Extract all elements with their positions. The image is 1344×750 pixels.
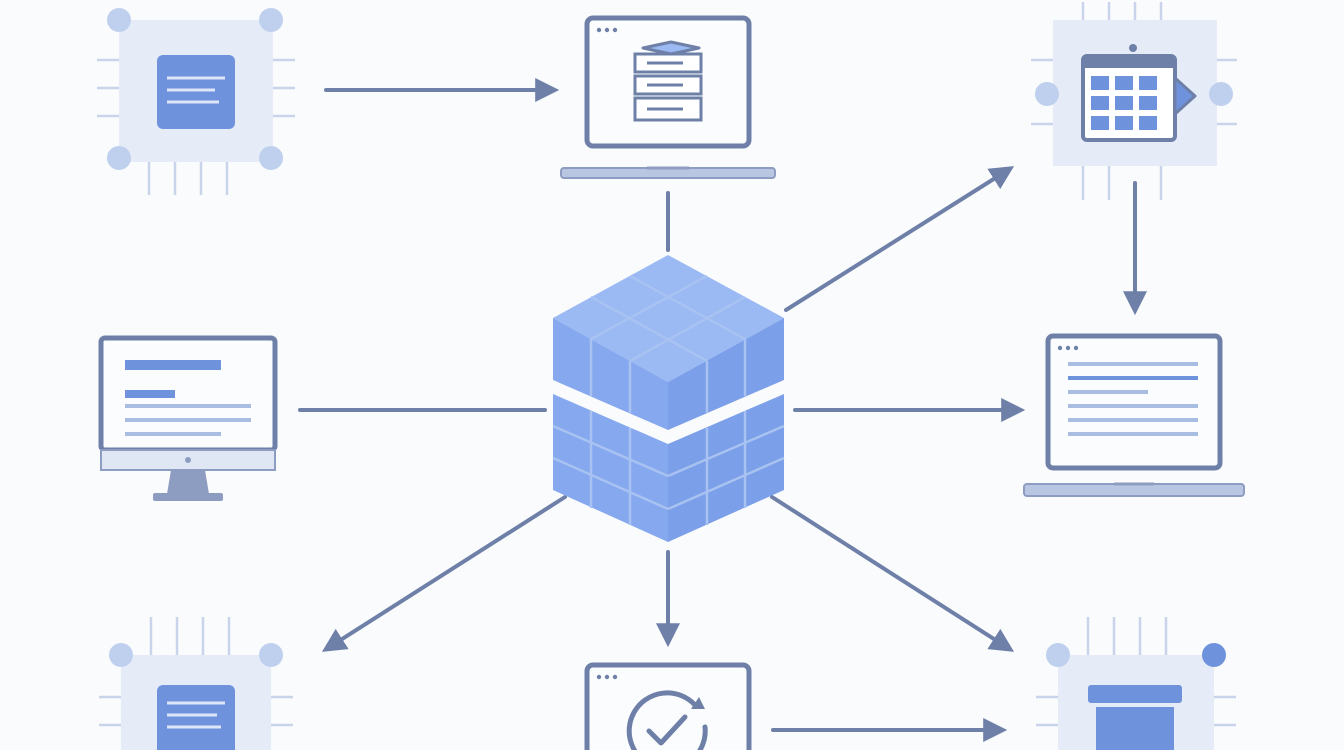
cube-lower-right-face (668, 394, 784, 542)
chip-bottom-left (99, 617, 293, 750)
chip-pins (1036, 617, 1236, 727)
cube-top-face (553, 255, 784, 382)
checkmark-circle-icon (626, 690, 708, 750)
chip-corner-dot (259, 146, 283, 170)
cube-lower-left-face (553, 394, 668, 542)
chip-corner-dot (109, 643, 133, 667)
document-lines-icon (157, 55, 235, 129)
chip-corner-dot (107, 8, 131, 32)
chip-side-dot (1209, 82, 1233, 106)
chip-bottom-right (1036, 617, 1236, 750)
chip-corner-dot (1046, 643, 1070, 667)
monitor-stand (167, 470, 209, 494)
chip-corner-dot (107, 146, 131, 170)
calendar-grid-icon (1081, 44, 1197, 142)
cube-upper-right-face (668, 318, 784, 430)
connector-hub-to-chip-top-right (784, 166, 1015, 312)
laptop-top-center (560, 15, 776, 179)
chip-side-dot (1035, 82, 1059, 106)
cube-upper-left-face (553, 318, 668, 430)
connector-hub-to-chip-bottom-left (321, 495, 567, 652)
connectors (298, 78, 1147, 742)
chip-corner-dot (259, 8, 283, 32)
chip-pins (97, 58, 295, 195)
archive-box-icon (1088, 685, 1182, 750)
laptop-base (1023, 483, 1245, 497)
chip-top-right (1031, 2, 1237, 200)
data-cube-icon (551, 255, 786, 542)
server-stack-icon (633, 40, 703, 122)
cube-grid (552, 274, 785, 525)
chip-pins (1031, 2, 1237, 200)
connector-hub-to-chip-bottom-right (770, 495, 1015, 652)
text-lines-icon (1068, 362, 1198, 436)
chip-corner-dot (259, 643, 283, 667)
laptop-screen (1045, 333, 1223, 471)
document-lines-icon (157, 685, 235, 750)
monitor-middle-left (98, 335, 278, 501)
chip-top-left (97, 8, 295, 195)
text-lines-icon (125, 360, 251, 436)
chip-corner-dot (1202, 643, 1226, 667)
laptop-middle-right (1023, 333, 1245, 497)
chip-pins (99, 617, 293, 727)
window-bottom-center (584, 662, 752, 750)
